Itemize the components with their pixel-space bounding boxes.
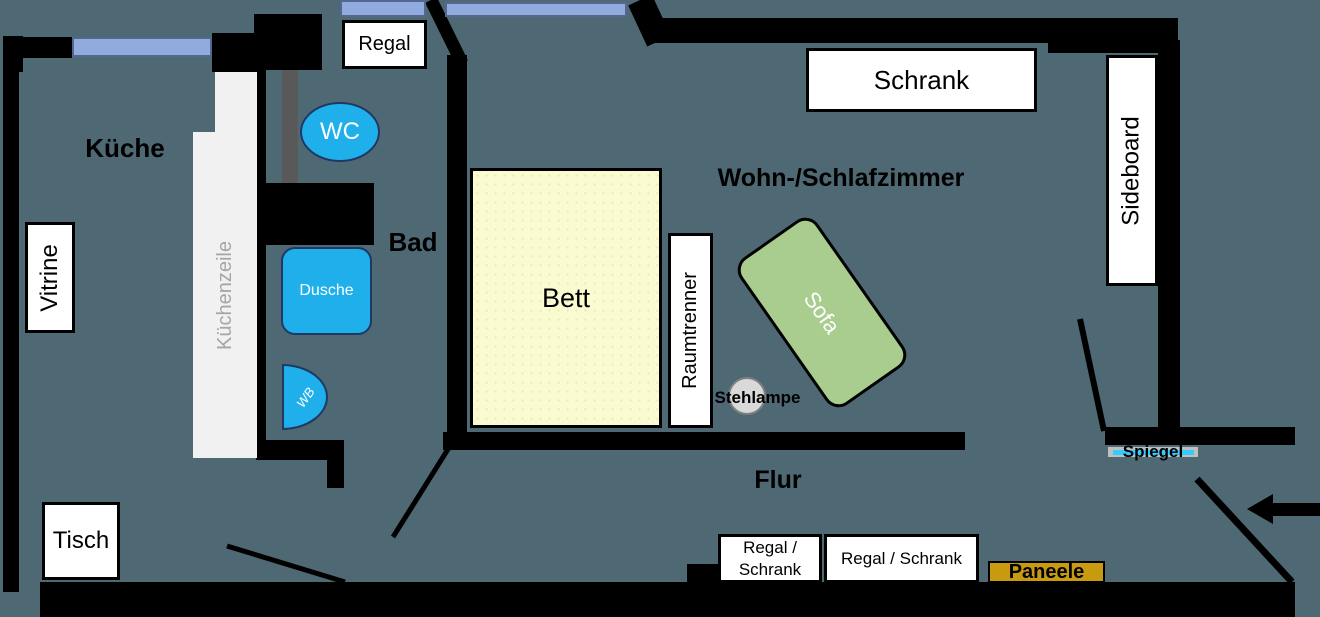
wall-bath-middle-block bbox=[256, 183, 374, 245]
hallway-label-text: Flur bbox=[754, 465, 802, 494]
wardrobe: Schrank bbox=[806, 48, 1037, 112]
room-label-hallway: Flur bbox=[750, 465, 806, 495]
table: Tisch bbox=[42, 502, 120, 580]
mirror-label: Spiegel bbox=[1122, 442, 1184, 461]
room-divider-label: Raumtrenner bbox=[679, 272, 701, 389]
toilet-label: WC bbox=[320, 118, 360, 145]
kitchenette-label: Küchenzeile bbox=[213, 240, 236, 350]
toilet: WC bbox=[300, 102, 380, 162]
wall-gray-strip bbox=[282, 70, 298, 183]
bed: Bett bbox=[470, 168, 662, 428]
room-divider: Raumtrenner bbox=[668, 233, 713, 428]
sideboard-label: Sideboard bbox=[1118, 115, 1146, 226]
wall-top-kitchen-left bbox=[3, 37, 72, 58]
floor-lamp bbox=[728, 377, 766, 415]
mirror-glass-line bbox=[1112, 449, 1194, 455]
wall-bath-bottom-notch bbox=[327, 458, 344, 488]
panels: Paneele bbox=[988, 561, 1105, 583]
table-label: Tisch bbox=[52, 527, 110, 554]
shelf-top: Regal bbox=[342, 20, 427, 69]
kitchenette: Küchenzeile bbox=[193, 132, 257, 458]
window-above-shelf bbox=[340, 0, 426, 17]
wall-kitchen-living-divider bbox=[447, 55, 467, 445]
wall-hallway-top-right bbox=[1105, 427, 1295, 445]
wall-bath-top-block bbox=[254, 14, 322, 70]
kitchen-label-text: Küche bbox=[85, 132, 165, 163]
display-cabinet-label: Vitrine bbox=[36, 243, 63, 312]
door-swing-hallway-kitchen bbox=[390, 444, 453, 539]
mirror bbox=[1108, 447, 1198, 457]
room-label-living: Wohn-/Schlafzimmer bbox=[705, 164, 977, 192]
shelf-cabinet-1: Regal / Schrank bbox=[718, 534, 822, 583]
shower-label: Dusche bbox=[299, 282, 354, 299]
wall-hallway-top-left bbox=[443, 432, 965, 450]
door-swing-kitchen bbox=[226, 543, 346, 585]
floor-lamp-label: Stehlampe bbox=[714, 388, 801, 407]
wardrobe-label: Schrank bbox=[873, 64, 970, 95]
mirror-label-wrap: Spiegel bbox=[1107, 441, 1199, 463]
shelf-cabinet-2: Regal / Schrank bbox=[824, 534, 979, 583]
wall-bath-bottom bbox=[256, 440, 344, 460]
display-cabinet: Vitrine bbox=[25, 222, 75, 333]
washbasin: WB bbox=[282, 364, 328, 430]
shelf-cabinet-1-label: Regal / Schrank bbox=[738, 538, 802, 579]
door-swing-entrance bbox=[1194, 476, 1295, 585]
floor-lamp-label-wrap: Stehlampe bbox=[710, 387, 805, 409]
shelf-top-label: Regal bbox=[358, 33, 411, 55]
room-label-bathroom: Bad bbox=[385, 226, 441, 257]
room-label-kitchen: Küche bbox=[60, 133, 190, 163]
wall-right bbox=[1158, 40, 1180, 440]
wall-hallway-notch bbox=[687, 564, 718, 584]
wall-bottom bbox=[40, 582, 1295, 617]
shower: Dusche bbox=[281, 247, 372, 335]
kitchenette-upper bbox=[215, 72, 257, 133]
entrance-arrow-icon bbox=[1247, 494, 1320, 524]
panels-label: Paneele bbox=[1008, 560, 1085, 583]
living-label-text: Wohn-/Schlafzimmer bbox=[717, 163, 965, 192]
shelf-cabinet-2-label: Regal / Schrank bbox=[841, 548, 962, 568]
bathroom-label-text: Bad bbox=[388, 226, 438, 257]
sofa-label: Sofa bbox=[799, 286, 846, 338]
window-kitchen bbox=[72, 37, 212, 57]
window-living bbox=[445, 2, 627, 17]
bed-label: Bett bbox=[541, 282, 591, 313]
wall-top-living-lip bbox=[1048, 43, 1163, 53]
sideboard: Sideboard bbox=[1106, 55, 1158, 286]
wall-top-living bbox=[652, 18, 1178, 43]
wall-top-kitchen-right bbox=[212, 33, 256, 72]
wall-left bbox=[3, 36, 19, 592]
washbasin-label: WB bbox=[292, 384, 318, 410]
wall-bath-left bbox=[256, 70, 266, 451]
door-swing-living-room bbox=[1077, 318, 1107, 432]
